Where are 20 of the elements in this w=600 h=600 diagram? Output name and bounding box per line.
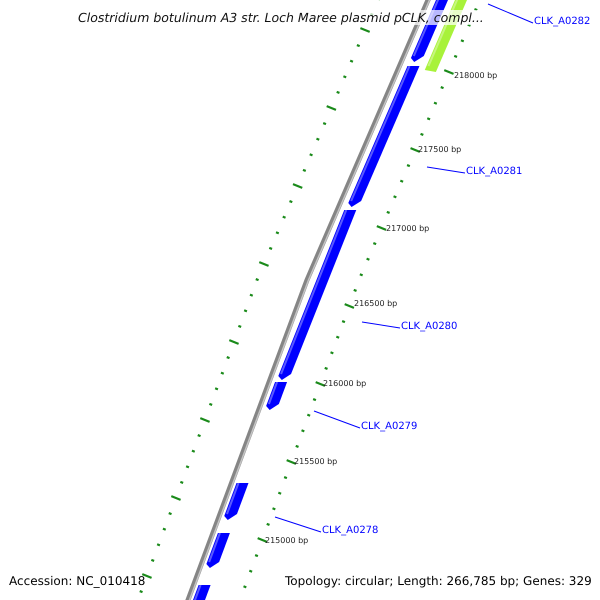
gene-label: CLK_A0281 xyxy=(466,166,522,177)
tick-label: 215500 bp xyxy=(294,458,338,467)
leader-line xyxy=(274,516,322,532)
footer-text: Accession: NC_010418 xyxy=(9,575,146,588)
tick-label: 217000 bp xyxy=(386,225,430,234)
gene-label: CLK_A0279 xyxy=(361,421,418,432)
gene-label: CLK_A0280 xyxy=(401,321,458,332)
tick-label: 217500 bp xyxy=(418,146,462,155)
gene-label: CLK_A0282 xyxy=(534,16,590,27)
tick-label: 216000 bp xyxy=(323,380,366,389)
leader-line xyxy=(426,166,466,174)
tick-label: 218000 bp xyxy=(454,72,498,81)
footer-text: Topology: circular; Length: 266,785 bp; Genes: 329 xyxy=(285,575,592,588)
leader-line xyxy=(314,410,360,428)
leader-line xyxy=(362,322,400,328)
leader-line xyxy=(488,4,534,24)
gene-label: CLK_A0278 xyxy=(322,525,378,536)
title: Clostridium botulinum A3 str. Loch Maree plasmid pCLK, compl... xyxy=(78,10,484,25)
tick-label: 216500 bp xyxy=(354,300,398,309)
tick-label: 215000 bp xyxy=(265,537,308,546)
